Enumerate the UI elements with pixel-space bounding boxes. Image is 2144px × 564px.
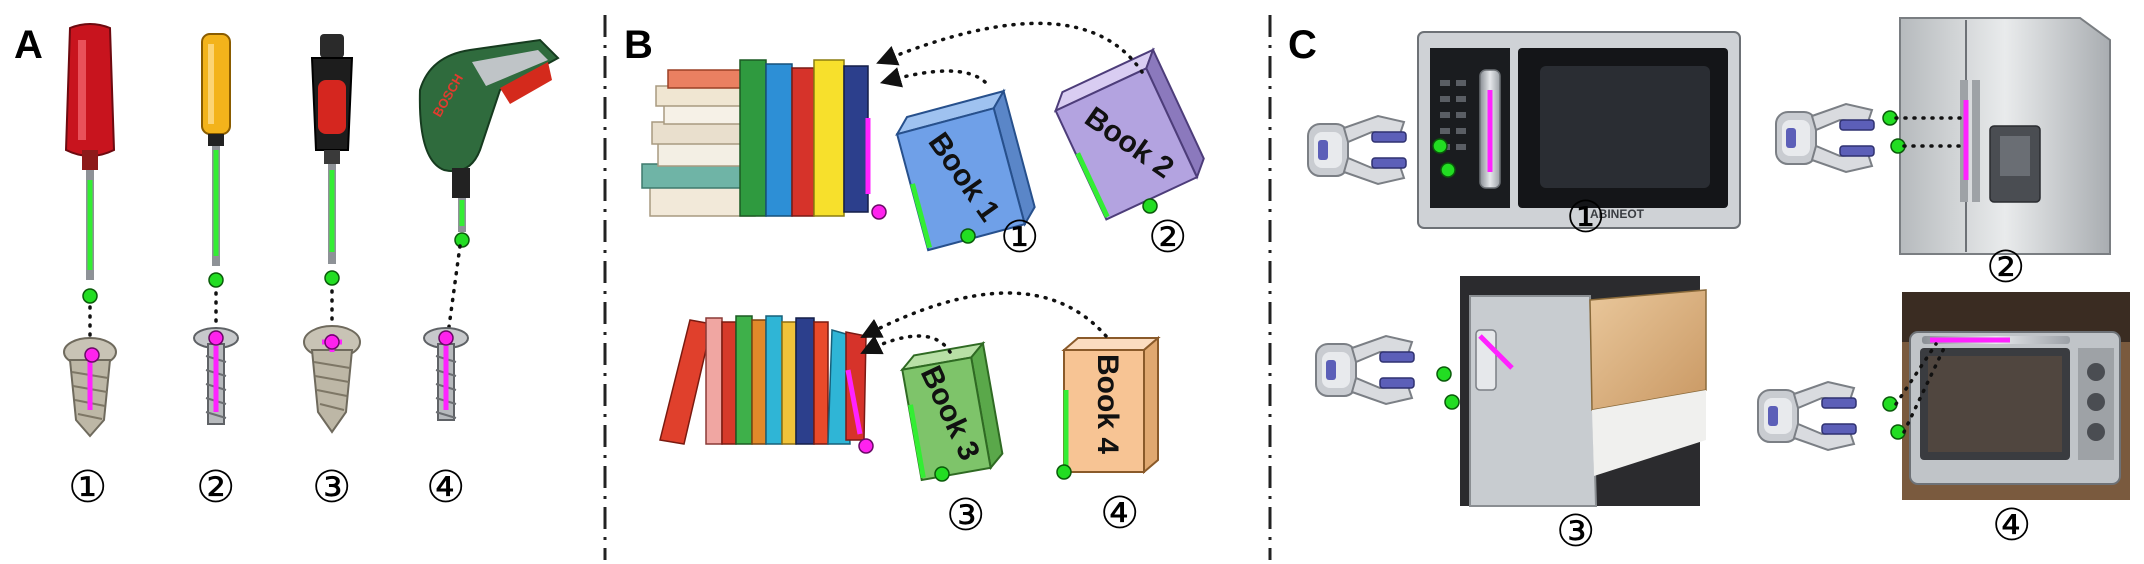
contact-point [1444,394,1460,410]
panel-label-b: B [624,23,653,67]
index-c-1: ① [1566,192,1605,243]
contact-point [454,232,470,248]
contact-point [1056,464,1072,480]
svg-text:Book 4: Book 4 [1091,354,1124,454]
contact-point [82,288,98,304]
panel-label-a: A [14,23,43,67]
contact-point [1142,198,1158,214]
book-4: Book 4 [1061,335,1161,475]
target-point [438,330,454,346]
index-a-3: ③ [312,462,351,513]
bookshelf-bottom [659,315,867,445]
target-point [871,204,887,220]
target-point [84,347,100,363]
index-c-4: ④ [1992,500,2031,551]
index-b-4: ④ [1100,488,1139,539]
bookshelf-top [641,59,871,217]
electric-screwdriver: BOSCH [418,38,560,232]
book-2: Book 2 [1053,47,1205,221]
panel-a: ① ② [63,23,560,513]
contact-point [1440,162,1456,178]
microwave-brand: ABINEOT [1590,207,1645,221]
index-c-3: ③ [1556,506,1595,557]
target-point [208,330,224,346]
panel-c: ABINEOT ① ② [1307,17,2130,557]
contact-point [324,270,340,286]
contact-point [1432,138,1448,154]
arrow-book2 [876,21,1144,74]
panel-label-c: C [1288,23,1317,67]
index-c-2: ② [1986,242,2025,293]
arrow-book3 [860,334,952,355]
screwdriver-red [64,23,116,280]
arrow-book1 [879,67,987,88]
contact-point [1436,366,1452,382]
panel-b: Book 1 ① Book 2 ② [641,21,1205,541]
index-a-4: ④ [426,462,465,513]
index-b-1: ① [1000,212,1039,263]
refrigerator [1899,17,2111,255]
contact-point [208,272,224,288]
index-b-3: ③ [946,490,985,541]
screwdriver-yellow [201,33,231,266]
target-point [858,438,874,454]
screwdriver-black-red [310,34,354,264]
index-b-2: ② [1148,212,1187,263]
index-a-1: ① [68,462,107,513]
index-a-2: ② [196,462,235,513]
book-1: Book 1 [895,88,1036,252]
microwave: ABINEOT [1417,31,1741,229]
book-3: Book 3 [899,340,1004,482]
target-point [324,334,340,350]
toaster-oven [1902,292,2130,500]
contact-point [934,466,950,482]
contact-point [960,228,976,244]
drawer [1460,276,1707,507]
arrow-book4 [860,291,1108,338]
